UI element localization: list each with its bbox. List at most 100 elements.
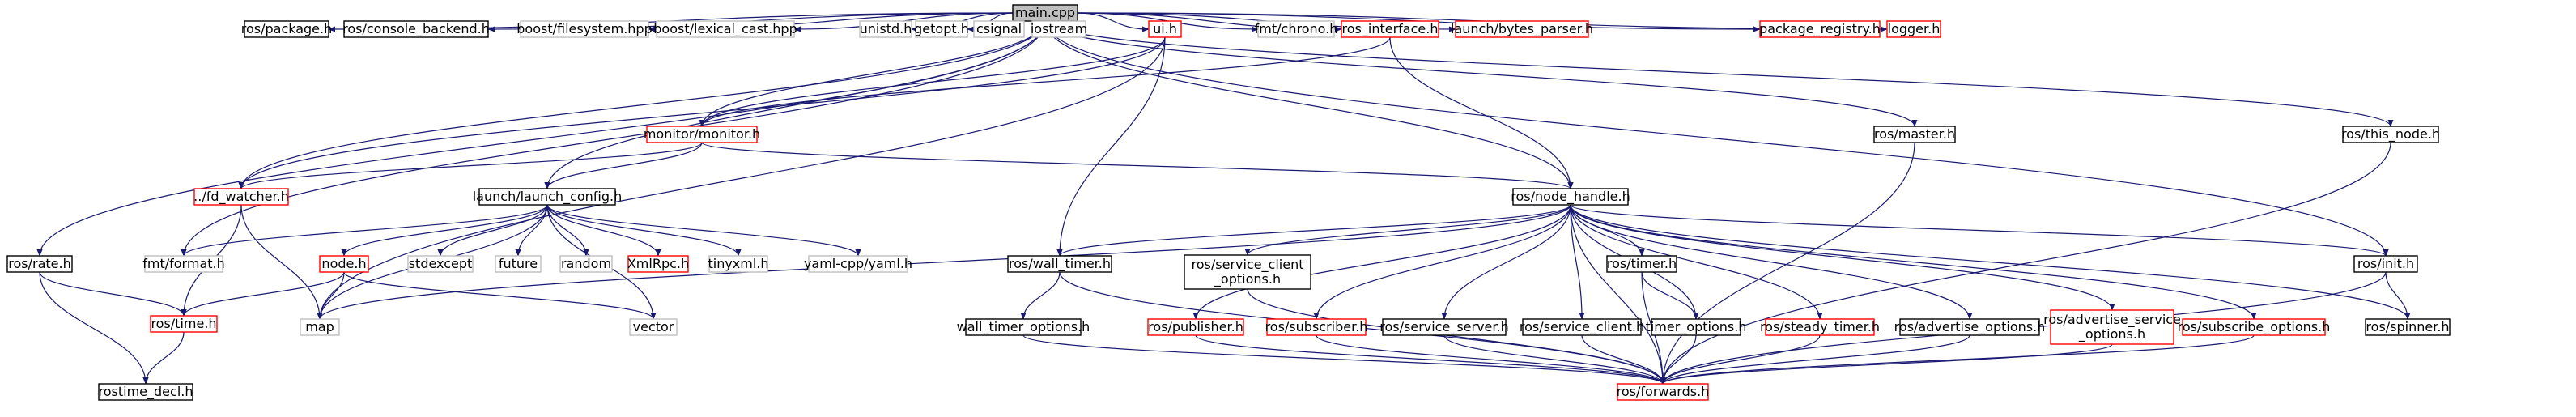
node-ros_advertise_options[interactable]: ros/advertise_options.h [1894, 318, 2046, 336]
node-box [1257, 20, 1335, 38]
node-box [1651, 318, 1741, 336]
edge-main-to-ros_this_node [1044, 20, 2394, 127]
node-ros_time[interactable]: ros/time.h [150, 315, 218, 333]
node-ros_console_backend[interactable]: ros/console_backend.h [342, 20, 490, 38]
node-iostream[interactable]: iostream [1031, 20, 1087, 38]
node-label: ros/timer.h [1607, 256, 1677, 271]
edge-ros_node_handle-to-ros_advertise_service_options [1570, 204, 2115, 311]
node-main[interactable]: main.cpp [1012, 4, 1078, 22]
edge-launch_config-to-node_h [341, 204, 548, 257]
node-box [1759, 20, 1881, 38]
edge-ros_node_handle-to-ros_forwards [1570, 204, 1666, 385]
node-label: future [499, 256, 538, 271]
node-ros_advertise_service_options[interactable]: ros/advertise_service_options.h [2043, 309, 2181, 345]
node-future[interactable]: future [495, 255, 542, 273]
node-stdexcept[interactable]: stdexcept [407, 255, 474, 273]
edge-node_h-to-vector [343, 271, 657, 320]
node-unistd[interactable]: unistd.h [859, 20, 912, 38]
node-fd_watcher[interactable]: ../fd_watcher.h [193, 188, 289, 206]
node-boost_lexical_cast[interactable]: boost/lexical_cast.hpp [653, 20, 797, 38]
node-box [627, 255, 689, 273]
node-ros_forwards[interactable]: ros/forwards.h [1617, 383, 1710, 401]
node-box [407, 255, 474, 273]
node-ros_spinner[interactable]: ros/spinner.h [2365, 318, 2451, 336]
edge-fd_watcher-to-map [240, 204, 323, 320]
node-monitor[interactable]: monitor/monitor.h [644, 126, 760, 143]
node-box [520, 20, 649, 38]
node-box [2342, 126, 2439, 143]
node-label: ros/forwards.h [1617, 384, 1710, 399]
node-ros_publisher[interactable]: ros/publisher.h [1147, 318, 1244, 336]
node-box [1382, 318, 1507, 336]
node-label: ros/master.h [1874, 126, 1955, 142]
node-label: ros/publisher.h [1148, 319, 1243, 334]
node-ros_service_server[interactable]: ros/service_server.h [1379, 318, 1509, 336]
node-box [1765, 318, 1875, 336]
node-launch_config[interactable]: launch/launch_config.h [473, 188, 623, 206]
node-ros_rate[interactable]: ros/rate.h [6, 255, 73, 273]
node-ros_master[interactable]: ros/master.h [1873, 126, 1956, 143]
edge-main-to-monitor [699, 20, 1046, 127]
node-random[interactable]: random [559, 255, 613, 273]
node-ros_wall_timer[interactable]: ros/wall_timer.h [1007, 255, 1112, 273]
node-label: ros/advertise_service [2043, 312, 2181, 328]
node-vector[interactable]: vector [629, 318, 678, 336]
node-node_h[interactable]: node.h [319, 255, 369, 273]
node-label: main.cpp [1015, 5, 1075, 20]
node-rostime_decl[interactable]: rostime_decl.h [98, 383, 193, 401]
node-map[interactable]: map [300, 318, 340, 336]
node-box [1266, 318, 1367, 336]
edge-ros_node_handle-to-ros_spinner [1570, 204, 2411, 320]
node-ui[interactable]: ui.h [1148, 20, 1182, 38]
node-wall_timer_options[interactable]: wall_timer_options.h [957, 318, 1090, 336]
node-label: _options.h [2078, 326, 2145, 343]
node-ros_timer[interactable]: ros/timer.h [1606, 255, 1677, 273]
node-ros_subscriber[interactable]: ros/subscriber.h [1265, 318, 1368, 336]
node-ros_subscribe_options[interactable]: ros/subscribe_options.h [2178, 318, 2331, 336]
node-ros_init[interactable]: ros/init.h [2353, 255, 2418, 273]
node-box [1899, 318, 2040, 336]
node-label: ros/package.h [241, 21, 333, 36]
node-label: ros/subscriber.h [1265, 319, 1368, 334]
node-logger[interactable]: logger.h [1886, 20, 1941, 38]
edge-main-to-ros_node_handle [1044, 20, 1574, 189]
node-label: ros/node_handle.h [1511, 189, 1630, 205]
node-box [1031, 20, 1086, 38]
node-ros_steady_timer[interactable]: ros/steady_timer.h [1760, 318, 1880, 336]
node-ros_service_client[interactable]: ros/service_client.h [1520, 318, 1644, 336]
node-box [495, 255, 542, 273]
node-ros_node_handle[interactable]: ros/node_handle.h [1511, 188, 1630, 206]
edge-ros_master-to-ros_forwards [1660, 142, 1915, 385]
node-box [629, 318, 678, 336]
node-fmt_chrono[interactable]: fmt/chrono.h [1255, 20, 1338, 38]
node-ros_package[interactable]: ros/package.h [241, 20, 333, 38]
node-timer_options[interactable]: timer_options.h [1646, 318, 1747, 336]
edge-ros_rate-to-ros_time [39, 271, 187, 317]
node-layer: main.cpp ros/package.h ros/console_backend… [6, 4, 2451, 401]
node-box [1512, 188, 1629, 206]
node-box [1007, 255, 1112, 273]
edge-monitor-to-fd_watcher [238, 142, 703, 189]
node-ros_service_client_options[interactable]: ros/service_client_options.h [1184, 254, 1311, 290]
node-box [859, 20, 912, 38]
node-ros_interface[interactable]: ros_interface.h [1341, 20, 1439, 38]
node-label: unistd.h [860, 21, 912, 36]
node-tinyxml[interactable]: tinyxml.h [708, 255, 769, 273]
edge-monitor-to-launch_config [544, 142, 703, 189]
node-box [646, 126, 758, 143]
node-getopt[interactable]: getopt.h [914, 20, 969, 38]
node-label: tinyxml.h [708, 256, 768, 271]
node-ros_this_node[interactable]: ros/this_node.h [2341, 126, 2440, 143]
edge-ros_timer-to-timer_options [1641, 271, 1699, 320]
node-fmt_format[interactable]: fmt/format.h [142, 255, 225, 273]
node-csignal[interactable]: csignal [973, 20, 1025, 38]
node-label: yaml-cpp/yaml.h [804, 256, 912, 271]
node-package_registry[interactable]: package_registry.h [1759, 20, 1881, 38]
node-box [1522, 318, 1642, 336]
node-label: ros/spinner.h [2366, 319, 2449, 334]
node-yaml[interactable]: yaml-cpp/yaml.h [804, 255, 912, 273]
node-boost_filesystem[interactable]: boost/filesystem.hpp [516, 20, 653, 38]
node-box [559, 255, 613, 273]
node-xmlrpc[interactable]: XmlRpc.h [627, 255, 689, 273]
node-bytes_parser[interactable]: launch/bytes_parser.h [1451, 20, 1593, 38]
